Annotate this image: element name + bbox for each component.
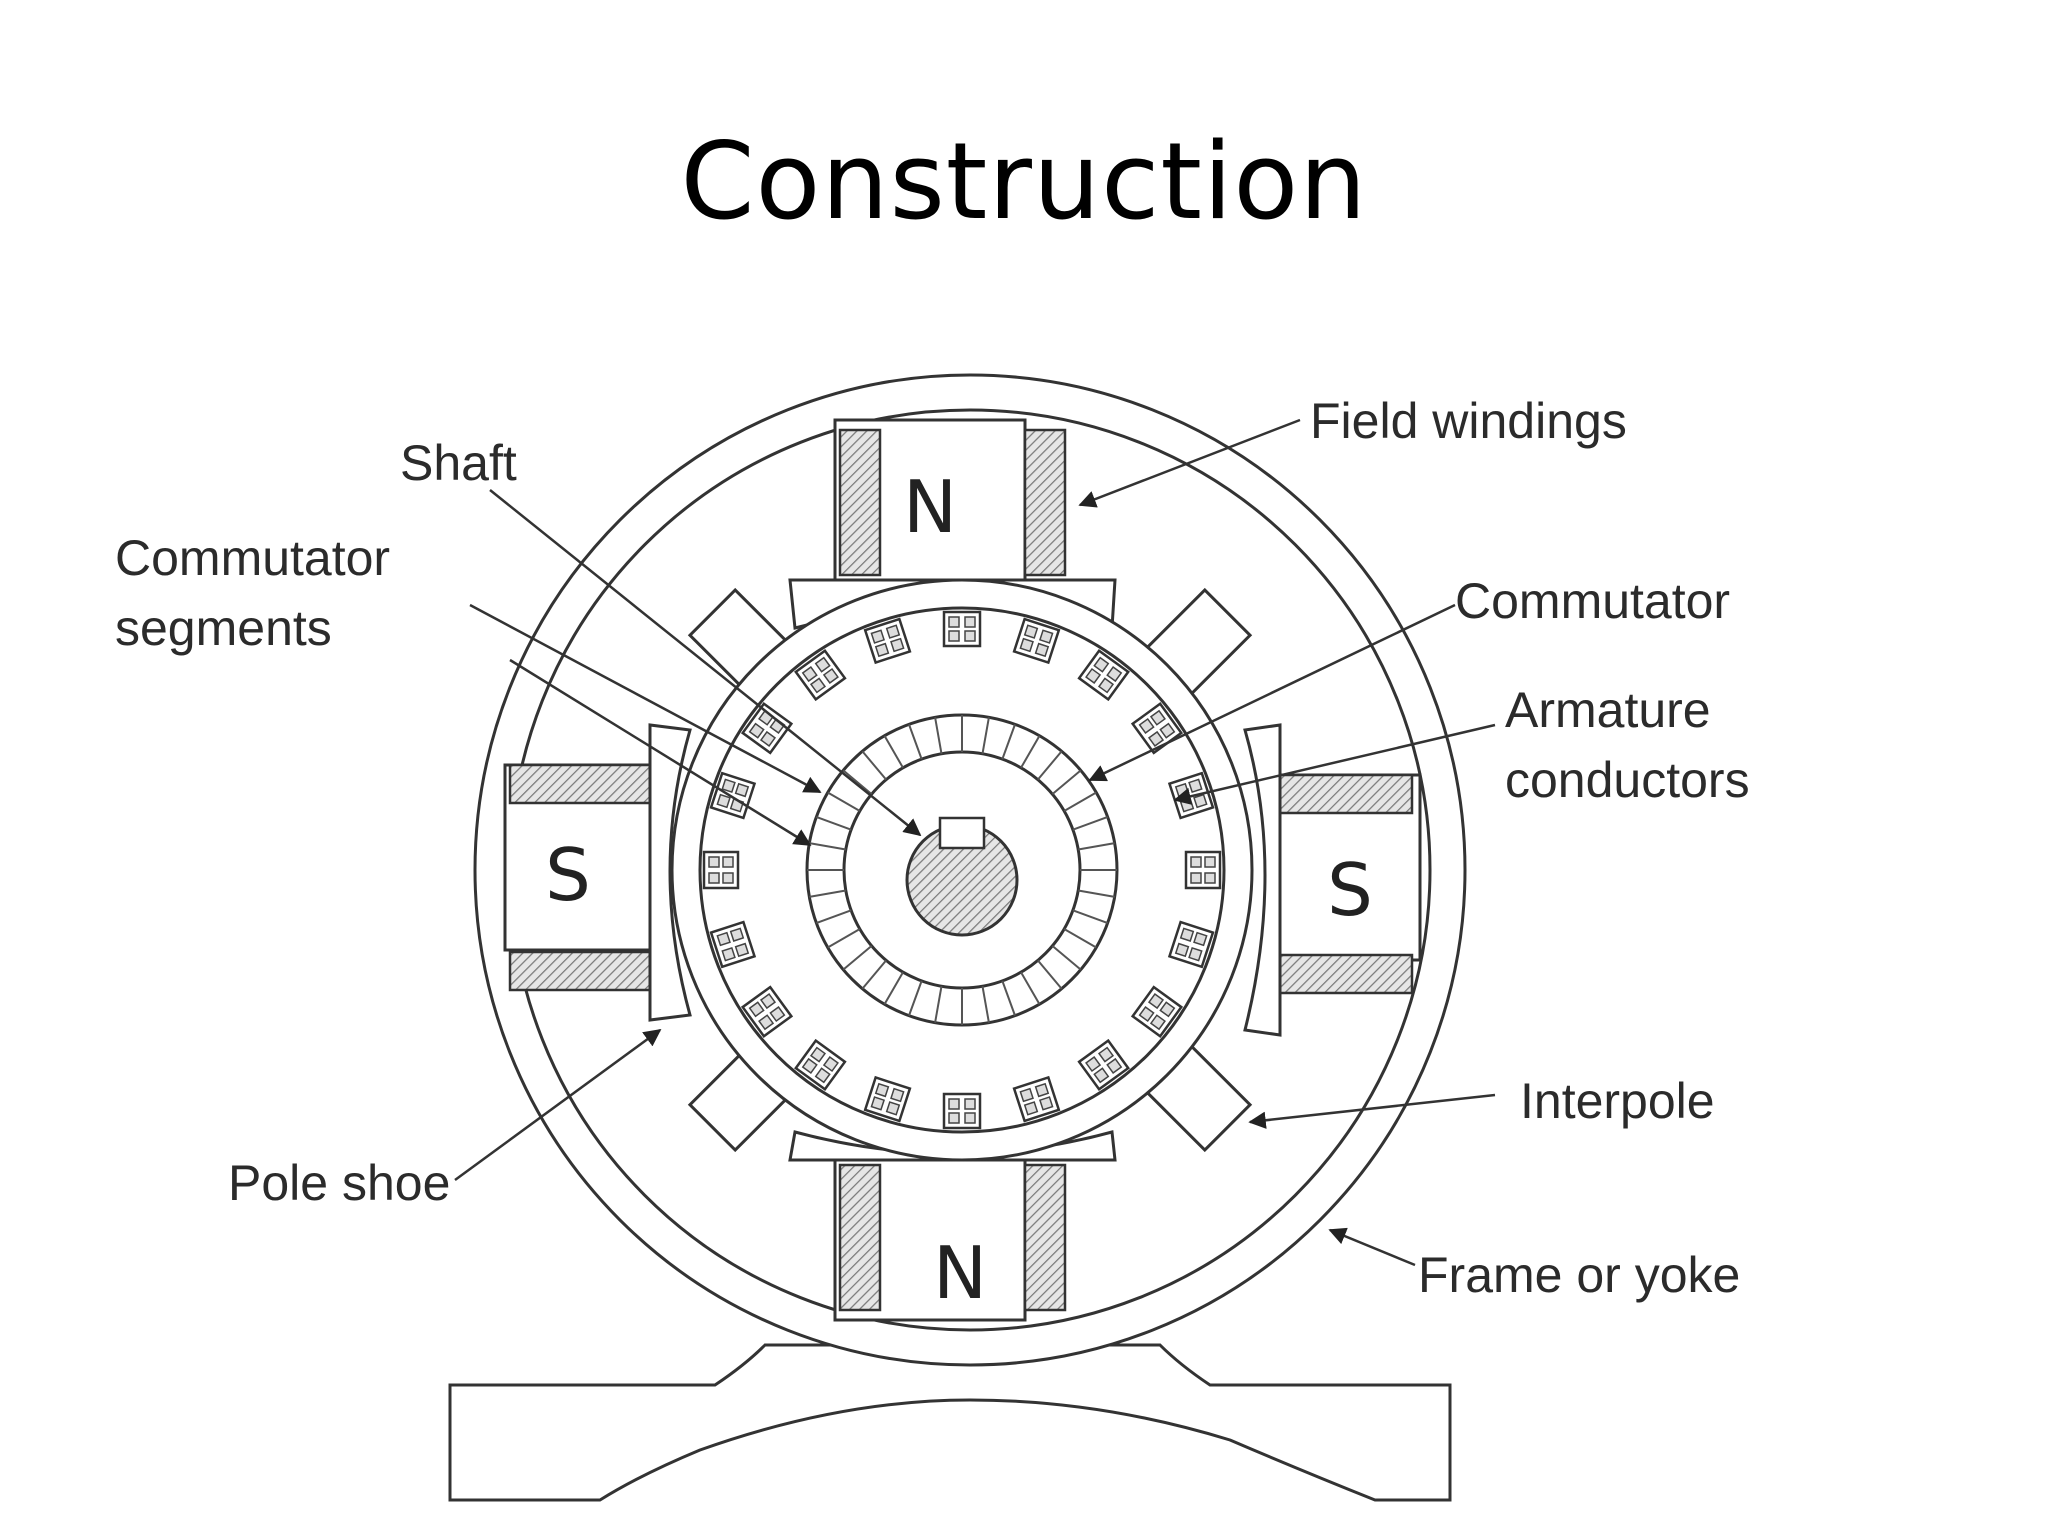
- left-s-pole: S: [503, 723, 692, 1022]
- armature-conductor: [1184, 850, 1222, 890]
- commutator-segment-divider: [981, 986, 990, 1023]
- commutator-segment-divider: [1078, 842, 1115, 851]
- label-shaft: Shaft: [400, 435, 517, 491]
- armature-conductor: [702, 850, 740, 890]
- armature-conductor: [1167, 920, 1215, 969]
- commutator-segment-divider: [1020, 735, 1041, 769]
- shaft: [905, 816, 1019, 937]
- commutator-segment-divider: [861, 959, 887, 990]
- commutator-segment-divider: [816, 909, 852, 924]
- label-commutator: Commutator: [1455, 573, 1730, 629]
- commutator-segment-divider: [1072, 909, 1108, 924]
- armature-slots: [702, 610, 1222, 1130]
- armature-conductor: [942, 1092, 982, 1130]
- armature-conductor: [863, 1075, 912, 1123]
- commutator-segment-divider: [883, 735, 904, 769]
- armature-conductor: [794, 648, 847, 702]
- commutator-segment-divider: [908, 980, 923, 1016]
- armature-conductor: [740, 985, 794, 1038]
- commutator-segment-divider: [1078, 889, 1115, 898]
- commutator-segment-divider: [883, 971, 904, 1005]
- label-commutator-segments-2: segments: [115, 600, 332, 656]
- labels: Field windings Shaft Commutator segments…: [115, 393, 1750, 1303]
- commutator-segment-divider: [827, 791, 861, 812]
- commutator-segment-divider: [1020, 971, 1041, 1005]
- right-s-pole: S: [1243, 723, 1422, 1037]
- base-feet: [448, 1343, 1452, 1502]
- armature-conductor: [1012, 617, 1061, 665]
- commutator-segment-divider: [827, 928, 861, 949]
- armature-conductor: [942, 610, 982, 648]
- commutator-segment-divider: [934, 717, 943, 754]
- label-commutator-segments-1: Commutator: [115, 530, 390, 586]
- label-armature-conductors-1: Armature: [1505, 682, 1711, 738]
- armature-conductor: [863, 617, 912, 665]
- commutator-segment-divider: [1001, 980, 1016, 1016]
- commutator-segment-divider: [908, 724, 923, 760]
- armature-conductor: [740, 702, 794, 755]
- label-field-windings: Field windings: [1310, 393, 1627, 449]
- armature-conductor: [1130, 985, 1184, 1038]
- commutator-segment-divider: [809, 889, 846, 898]
- commutator-segment-divider: [842, 945, 873, 971]
- pole-letter-right: S: [1327, 848, 1373, 932]
- pole-letter-left: S: [545, 833, 591, 917]
- pole-letter-bottom: N: [933, 1231, 987, 1315]
- label-frame-or-yoke: Frame or yoke: [1418, 1247, 1740, 1303]
- commutator-segment-divider: [816, 816, 852, 831]
- armature-conductor: [1077, 1038, 1130, 1092]
- commutator-segment-divider: [1037, 750, 1063, 781]
- commutator-segment-divider: [1037, 959, 1063, 990]
- commutator-segment-divider: [1001, 724, 1016, 760]
- commutator-segment-divider: [1063, 928, 1097, 949]
- commutator-segment-divider: [861, 750, 887, 781]
- armature-conductor: [709, 920, 757, 969]
- slide-title: Construction: [680, 120, 1368, 243]
- commutator-segment-divider: [934, 986, 943, 1023]
- commutator-segment-divider: [981, 717, 990, 754]
- commutator-segment-divider: [1063, 791, 1097, 812]
- commutator-segment-divider: [1051, 945, 1082, 971]
- label-armature-conductors-2: conductors: [1505, 752, 1750, 808]
- armature-conductor: [1077, 648, 1130, 702]
- label-interpole: Interpole: [1520, 1073, 1715, 1129]
- commutator-segment-divider: [1072, 816, 1108, 831]
- leader-lines: [454, 418, 1496, 1267]
- armature-conductor: [709, 771, 757, 820]
- armature-conductor: [1130, 702, 1184, 755]
- commutator-segment-divider: [809, 842, 846, 851]
- label-pole-shoe: Pole shoe: [228, 1155, 450, 1211]
- commutator-segment-divider: [1051, 769, 1082, 795]
- pole-letter-top: N: [903, 465, 957, 549]
- commutator-segments: [807, 715, 1117, 1025]
- armature-conductor: [1012, 1075, 1061, 1123]
- commutator-segment-divider: [842, 769, 873, 795]
- armature-conductor: [794, 1038, 847, 1092]
